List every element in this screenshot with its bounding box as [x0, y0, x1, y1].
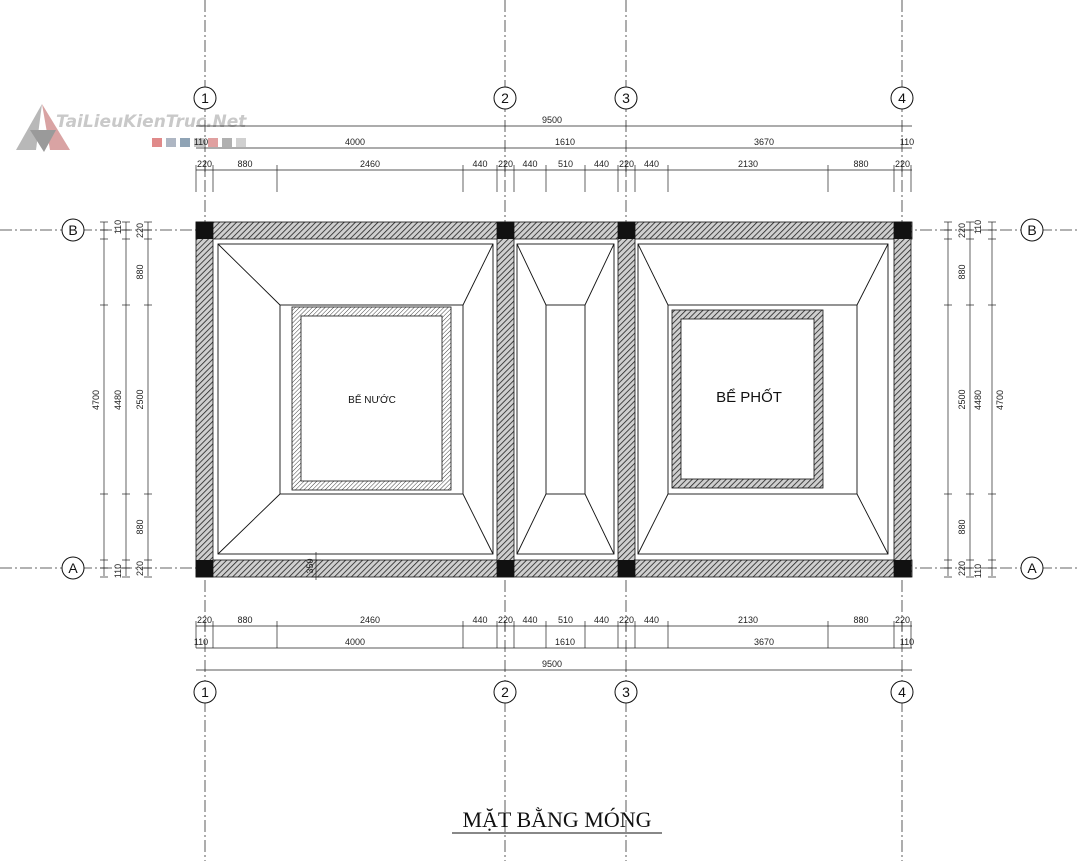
- bottom-dim-detail-text: 440: [644, 615, 659, 625]
- axis-4-top: 4: [898, 90, 906, 106]
- footing-right: [637, 243, 889, 555]
- dim-left-edge-bottom: 110: [113, 564, 123, 578]
- left-dim-detail-text: 220: [135, 223, 145, 238]
- axis-3-top: 3: [622, 90, 630, 106]
- bottom-dimensions: [195, 621, 912, 671]
- bottom-dim-detail-text: 510: [558, 615, 573, 625]
- bottom-dim-detail-text: 220: [498, 615, 513, 625]
- bottom-dim-detail-text: 2130: [738, 615, 758, 625]
- foundation-beams: [195, 221, 913, 578]
- top-dim-detail-text: 880: [853, 159, 868, 169]
- top-dim-detail-text: 440: [472, 159, 487, 169]
- left-dim-detail-text: 2500: [135, 389, 145, 409]
- right-dim-detail-text: 220: [957, 561, 967, 576]
- dim-left-total: 4700: [91, 390, 101, 410]
- dim-right-edge-top: 110: [973, 220, 983, 234]
- dim-edge-l-top: 110: [194, 137, 208, 147]
- tank-label-left: BỂ NƯỚC: [348, 393, 396, 406]
- dim-span-3-bottom: 3670: [754, 637, 774, 647]
- axis-4-bottom: 4: [898, 684, 906, 700]
- bottom-dim-detail-text: 2460: [360, 615, 380, 625]
- footing-left: [217, 243, 494, 555]
- top-dim-detail-text: 2130: [738, 159, 758, 169]
- top-dimension-text: 9500 4000 1610 3670 110 110 220 880 2460 44…: [194, 115, 914, 169]
- watermark-swatches: [152, 138, 246, 147]
- top-dim-detail-text: 440: [594, 159, 609, 169]
- dim-left-edge-top: 110: [113, 220, 123, 234]
- top-dim-detail-text: 440: [644, 159, 659, 169]
- top-dim-detail-text: 2460: [360, 159, 380, 169]
- top-dim-detail-text: 880: [237, 159, 252, 169]
- left-dim-detail-text: 880: [135, 264, 145, 279]
- bottom-dim-detail-text: 880: [237, 615, 252, 625]
- beam-dimension: 350: [305, 552, 321, 580]
- top-dim-detail-text: 220: [197, 159, 212, 169]
- dim-total-bottom: 9500: [542, 659, 562, 669]
- dim-span-1-top: 4000: [345, 137, 365, 147]
- watermark-logo: TaiLieuKienTruc.Net: [16, 104, 247, 152]
- dim-total-top: 9500: [542, 115, 562, 125]
- right-dim-detail-text: 220: [957, 223, 967, 238]
- dim-span-2-top: 1610: [555, 137, 575, 147]
- top-dim-detail-text: 220: [619, 159, 634, 169]
- right-dim-detail-text: 880: [957, 519, 967, 534]
- dim-edge-r-bottom: 110: [900, 637, 914, 647]
- dim-span-3-top: 3670: [754, 137, 774, 147]
- dim-edge-l-bottom: 110: [194, 637, 208, 647]
- top-dim-detail-text: 220: [498, 159, 513, 169]
- dim-left-inner: 4480: [113, 390, 123, 410]
- axis-B-right: B: [1027, 222, 1036, 238]
- axis-A-right: A: [1027, 560, 1037, 576]
- top-dim-detail-text: 220: [895, 159, 910, 169]
- tank-label-right: BỂ PHỐT: [716, 388, 782, 406]
- plan-title: MẶT BẰNG MÓNG: [462, 807, 651, 832]
- bottom-dim-detail-text: 440: [472, 615, 487, 625]
- dim-span-1-bottom: 4000: [345, 637, 365, 647]
- right-dim-detail-text: 880: [957, 264, 967, 279]
- axis-1-bottom: 1: [201, 684, 209, 700]
- columns: [196, 222, 911, 577]
- left-dim-detail-text: 880: [135, 519, 145, 534]
- beam-dim-text: 350: [305, 558, 315, 573]
- top-dimensions: [195, 125, 912, 192]
- axis-bubbles: 1 2 3 4 1 2 3 4 B A B A: [61, 86, 1044, 704]
- bottom-dim-detail-text: 880: [853, 615, 868, 625]
- axis-3-bottom: 3: [622, 684, 630, 700]
- bottom-dim-detail-text: 440: [522, 615, 537, 625]
- bottom-dimension-text: 9500 4000 1610 3670 110 110 220 880 2460 44…: [194, 615, 914, 669]
- axis-2-bottom: 2: [501, 684, 509, 700]
- top-dim-detail-text: 440: [522, 159, 537, 169]
- dim-edge-r-top: 110: [900, 137, 914, 147]
- axis-2-top: 2: [501, 90, 509, 106]
- axis-B-left: B: [68, 222, 77, 238]
- dim-right-inner: 4480: [973, 390, 983, 410]
- dim-right-total: 4700: [995, 390, 1005, 410]
- bottom-dim-detail-text: 220: [895, 615, 910, 625]
- dim-right-edge-bottom: 110: [973, 564, 983, 578]
- tank-interior-left: [300, 315, 443, 482]
- top-dim-detail-text: 510: [558, 159, 573, 169]
- bottom-dim-detail-text: 220: [197, 615, 212, 625]
- footing-middle: [516, 243, 615, 555]
- axis-A-left: A: [68, 560, 78, 576]
- right-dim-detail-text: 2500: [957, 389, 967, 409]
- left-dimensions: [100, 221, 996, 578]
- left-dim-detail-text: 220: [135, 561, 145, 576]
- bottom-dim-detail-text: 220: [619, 615, 634, 625]
- dim-span-2-bottom: 1610: [555, 637, 575, 647]
- tank-interior-right: [680, 318, 815, 480]
- side-dimension-text: 4700 4480 110 110 4700 4480 110 110 220 8…: [91, 220, 1005, 578]
- watermark-text: TaiLieuKienTruc.Net: [56, 112, 247, 132]
- axis-1-top: 1: [201, 90, 209, 106]
- bottom-dim-detail-text: 440: [594, 615, 609, 625]
